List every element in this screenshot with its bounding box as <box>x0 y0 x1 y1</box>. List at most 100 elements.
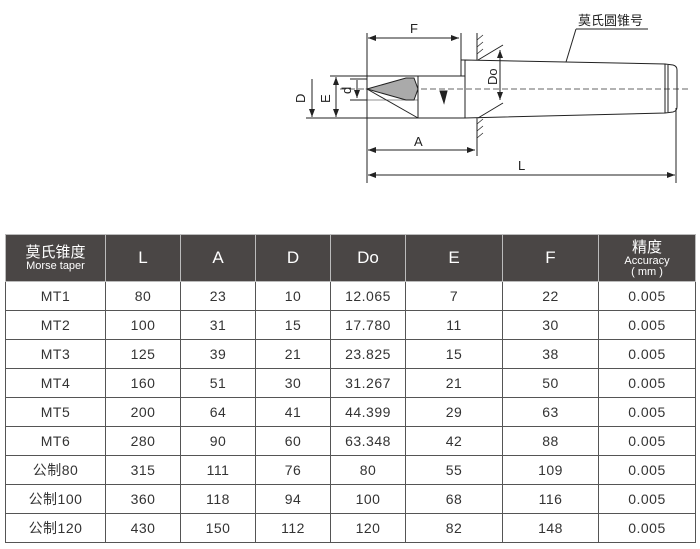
header-E: E <box>405 234 503 282</box>
label-Do: Do <box>485 68 500 85</box>
table-cell: 315 <box>105 455 181 485</box>
table-cell: 109 <box>502 455 599 485</box>
table-cell: 12.065 <box>330 281 406 311</box>
table-cell: 88 <box>502 426 599 456</box>
table-cell: 0.005 <box>598 281 696 311</box>
table-cell: 112 <box>255 513 331 543</box>
label-D: D <box>293 94 308 103</box>
table-cell: 50 <box>502 368 599 398</box>
table-cell: 51 <box>180 368 256 398</box>
table-cell: 0.005 <box>598 368 696 398</box>
table-cell: 63 <box>502 397 599 427</box>
table-cell: MT2 <box>5 310 106 340</box>
live-center-drawing: F A L D E d Do 莫氏圆锥号 <box>293 13 688 183</box>
table-cell: 31.267 <box>330 368 406 398</box>
table-cell: 23.825 <box>330 339 406 369</box>
table-cell: 150 <box>180 513 256 543</box>
table-cell: 68 <box>405 484 503 514</box>
table-cell: 100 <box>105 310 181 340</box>
carbide-tip <box>365 77 419 101</box>
table-cell: 0.005 <box>598 426 696 456</box>
flat-mark <box>439 90 448 105</box>
table-cell: 21 <box>405 368 503 398</box>
table-cell: 0.005 <box>598 310 696 340</box>
header-acc-en: Accuracy <box>624 254 670 267</box>
table-cell: 111 <box>180 455 256 485</box>
table-cell: 23 <box>180 281 256 311</box>
table-cell: 29 <box>405 397 503 427</box>
table-cell: 公制120 <box>5 513 106 543</box>
table-cell: 55 <box>405 455 503 485</box>
table-cell: 360 <box>105 484 181 514</box>
table-cell: 30 <box>502 310 599 340</box>
table-cell: 60 <box>255 426 331 456</box>
table-cell: 0.005 <box>598 484 696 514</box>
label-d: d <box>339 87 354 94</box>
table-cell: 31 <box>180 310 256 340</box>
header-morse-en: Morse taper <box>26 260 85 272</box>
table-cell: 118 <box>180 484 256 514</box>
header-A: A <box>180 234 256 282</box>
table-cell: 30 <box>255 368 331 398</box>
table-cell: 116 <box>502 484 599 514</box>
header-morse-cn: 莫氏锥度 <box>25 244 86 261</box>
table-cell: MT5 <box>5 397 106 427</box>
table-cell: 160 <box>105 368 181 398</box>
table-cell: 0.005 <box>598 397 696 427</box>
header-acc-unit: ( mm ) <box>631 265 663 278</box>
table-cell: 公制100 <box>5 484 106 514</box>
shank-end <box>664 63 678 114</box>
header-D: D <box>255 234 331 282</box>
table-cell: 11 <box>405 310 503 340</box>
label-F: F <box>410 21 418 36</box>
table-cell: 200 <box>105 397 181 427</box>
table-cell: 280 <box>105 426 181 456</box>
taper-note: 莫氏圆锥号 <box>578 13 643 28</box>
table-cell: 15 <box>405 339 503 369</box>
table-cell: 80 <box>105 281 181 311</box>
table-cell: 7 <box>405 281 503 311</box>
head-body <box>417 75 466 119</box>
header-F: F <box>502 234 599 282</box>
table-cell: 21 <box>255 339 331 369</box>
table-cell: 76 <box>255 455 331 485</box>
table-cell: 430 <box>105 513 181 543</box>
table-cell: 82 <box>405 513 503 543</box>
table-cell: 120 <box>330 513 406 543</box>
table-cell: 64 <box>180 397 256 427</box>
table-cell: MT6 <box>5 426 106 456</box>
label-E: E <box>318 94 333 103</box>
label-A: A <box>414 134 423 149</box>
table-cell: 44.399 <box>330 397 406 427</box>
table-cell: 100 <box>330 484 406 514</box>
table-cell: 63.348 <box>330 426 406 456</box>
table-cell: 42 <box>405 426 503 456</box>
table-cell: 22 <box>502 281 599 311</box>
table-cell: 10 <box>255 281 331 311</box>
table-cell: 15 <box>255 310 331 340</box>
table-cell: 0.005 <box>598 513 696 543</box>
table-cell: MT3 <box>5 339 106 369</box>
table-cell: 125 <box>105 339 181 369</box>
table-cell: 0.005 <box>598 339 696 369</box>
table-cell: MT4 <box>5 368 106 398</box>
table-cell: 0.005 <box>598 455 696 485</box>
table-cell: 39 <box>180 339 256 369</box>
table-cell: MT1 <box>5 281 106 311</box>
table-cell: 80 <box>330 455 406 485</box>
header-acc-cn: 精度 <box>631 238 662 256</box>
table-cell: 41 <box>255 397 331 427</box>
header-Do: Do <box>330 234 406 282</box>
